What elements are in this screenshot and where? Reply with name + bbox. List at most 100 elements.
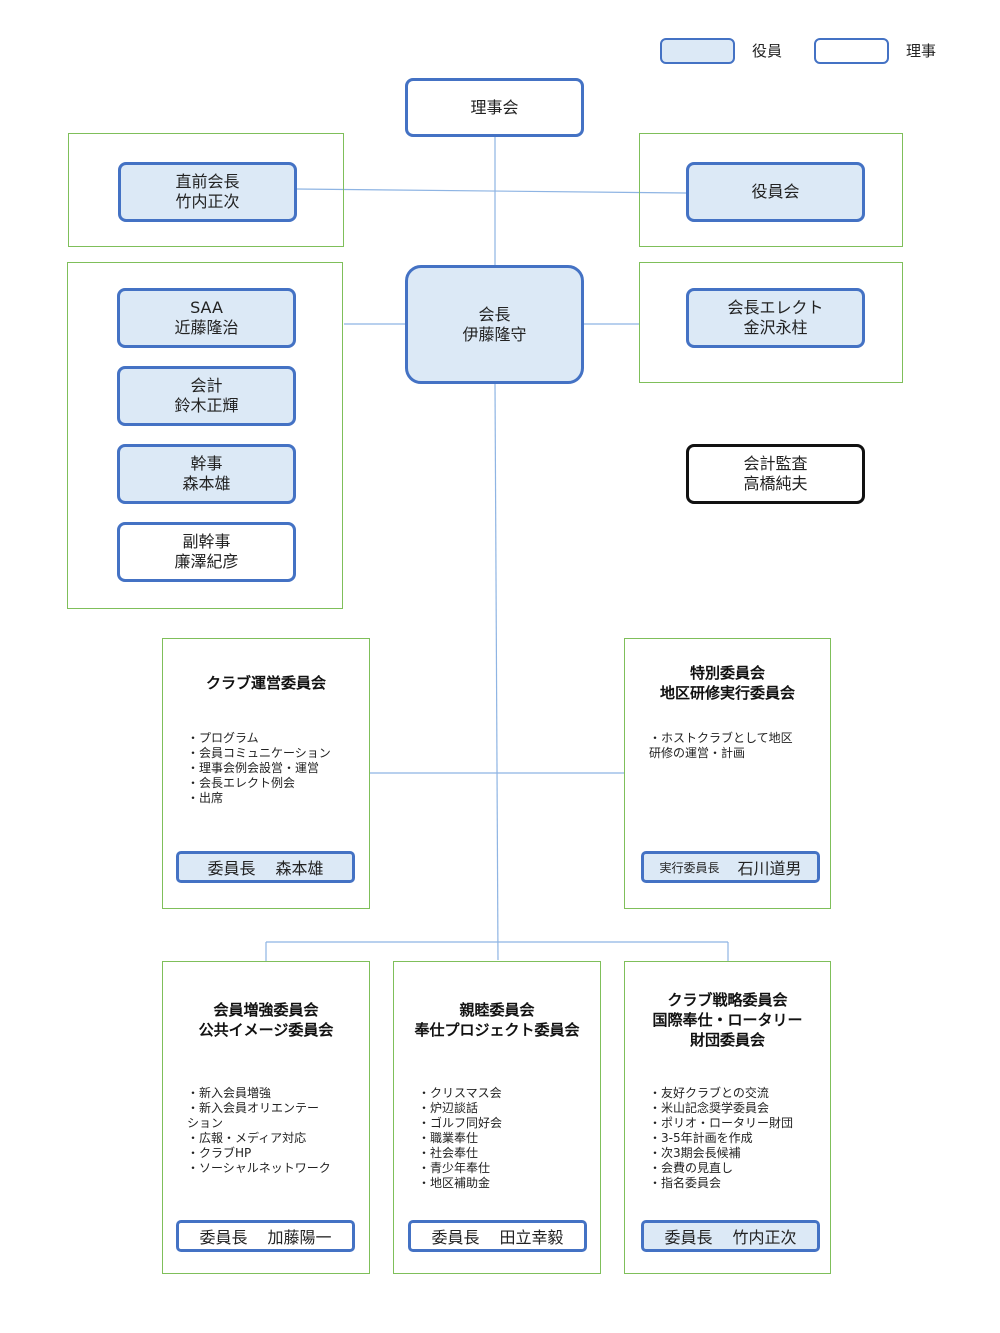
- node-name: 伊藤隆守: [462, 324, 527, 344]
- title-line: 国際奉仕・ロータリー: [652, 1011, 803, 1029]
- committee-title: クラブ運営委員会: [163, 673, 369, 693]
- treasurer-node: 会計 鈴木正輝: [117, 366, 296, 426]
- committee-title: 親睦委員会 奉仕プロジェクト委員会: [394, 1000, 600, 1040]
- secretary-node: 幹事 森本雄: [117, 444, 296, 504]
- item: ・炉辺談話: [418, 1101, 479, 1115]
- title-line: 親睦委員会: [459, 1001, 535, 1019]
- node-name: 森本雄: [182, 474, 231, 493]
- item: ・会長エレクト例会: [187, 776, 296, 790]
- chair-label: 委員長: [199, 1228, 248, 1247]
- president-elect-group: [639, 262, 903, 383]
- fellowship-committee: 親睦委員会 奉仕プロジェクト委員会 ・クリスマス会 ・炉辺談話 ・ゴルフ同好会 …: [393, 961, 601, 1274]
- node-title: 直前会長: [175, 172, 240, 191]
- strategy-committee: クラブ戦略委員会 国際奉仕・ロータリー 財団委員会 ・友好クラブとの交流 ・米山…: [624, 961, 831, 1274]
- committee-title: クラブ戦略委員会 国際奉仕・ロータリー 財団委員会: [625, 990, 830, 1050]
- title-line: 公共イメージ委員会: [198, 1021, 334, 1039]
- item: ・ポリオ・ロータリー財団: [649, 1116, 794, 1130]
- chair-name: 石川道男: [737, 859, 802, 878]
- item: ・友好クラブとの交流: [649, 1086, 769, 1100]
- committee-chair: 実行委員長 石川道男: [641, 851, 820, 883]
- chair-name: 森本雄: [275, 859, 324, 878]
- node-name: 高橋純夫: [743, 474, 808, 493]
- item: ・クリスマス会: [418, 1086, 502, 1100]
- vice-secretary-node: 副幹事 廉澤紀彦: [117, 522, 296, 582]
- node-title: 会計監査: [743, 454, 808, 473]
- club-admin-committee: クラブ運営委員会 ・プログラム ・会員コミュニケーション ・理事会例会設営・運営…: [162, 638, 370, 909]
- item: 研修の運営・計画: [649, 746, 746, 760]
- item: ・プログラム: [187, 731, 259, 745]
- past-president-group: [68, 133, 344, 247]
- committee-title: 会員増強委員会 公共イメージ委員会: [163, 1000, 369, 1040]
- committee-chair: 委員長 森本雄: [176, 851, 355, 883]
- title-line: 会員増強委員会: [213, 1001, 319, 1019]
- committee-items: ・ホストクラブとして地区 研修の運営・計画: [649, 731, 793, 761]
- committee-chair: 委員長 田立幸毅: [408, 1220, 587, 1252]
- node-title: 副幹事: [182, 532, 231, 551]
- officers-meeting-node: 役員会: [686, 162, 865, 222]
- node-title: 会長エレクト: [727, 298, 824, 317]
- node-title: 会長: [478, 304, 511, 324]
- item: ・ソーシャルネットワーク: [187, 1161, 331, 1175]
- officers-meeting-group: [639, 133, 903, 247]
- president-node: 会長 伊藤隆守: [405, 265, 584, 384]
- committee-items: ・プログラム ・会員コミュニケーション ・理事会例会設営・運営 ・会長エレクト例…: [187, 731, 331, 806]
- chair-name: 竹内正次: [732, 1228, 797, 1247]
- item: ・職業奉仕: [418, 1131, 479, 1145]
- committee-items: ・新入会員増強 ・新入会員オリエンテー ション ・広報・メディア対応 ・クラブH…: [187, 1086, 331, 1176]
- item: ・3-5年計画を作成: [649, 1131, 753, 1145]
- legend-director-swatch: [814, 38, 889, 64]
- item: ・会員コミュニケーション: [187, 746, 331, 760]
- title-line: 奉仕プロジェクト委員会: [414, 1021, 580, 1039]
- title-line: クラブ戦略委員会: [667, 991, 788, 1009]
- chair-name: 田立幸毅: [499, 1228, 564, 1247]
- chair-label: 実行委員長: [659, 860, 720, 875]
- legend-director-label: 理事: [906, 42, 937, 60]
- node-name: 廉澤紀彦: [174, 552, 239, 571]
- item: ・米山記念奨学委員会: [649, 1101, 770, 1115]
- node-name: 竹内正次: [175, 192, 240, 211]
- node-title: 会計: [190, 376, 223, 395]
- item: ・社会奉仕: [418, 1146, 479, 1160]
- special-committee: 特別委員会 地区研修実行委員会 ・ホストクラブとして地区 研修の運営・計画 実行…: [624, 638, 831, 909]
- item: ・理事会例会設営・運営: [187, 761, 320, 775]
- node-name: 鈴木正輝: [174, 396, 239, 415]
- item: ・クラブHP: [187, 1146, 252, 1160]
- legend-officer-swatch: [660, 38, 735, 64]
- item: ・次3期会長候補: [649, 1146, 741, 1160]
- president-elect-node: 会長エレクト 金沢永柱: [686, 288, 865, 348]
- membership-committee: 会員増強委員会 公共イメージ委員会 ・新入会員増強 ・新入会員オリエンテー ショ…: [162, 961, 370, 1274]
- committee-items: ・友好クラブとの交流 ・米山記念奨学委員会 ・ポリオ・ロータリー財団 ・3-5年…: [649, 1086, 793, 1191]
- item: ・ゴルフ同好会: [418, 1116, 503, 1130]
- node-name: 金沢永柱: [743, 318, 808, 337]
- item: ション: [187, 1116, 224, 1130]
- title-line: クラブ運営委員会: [205, 674, 326, 692]
- committee-items: ・クリスマス会 ・炉辺談話 ・ゴルフ同好会 ・職業奉仕 ・社会奉仕 ・青少年奉仕…: [418, 1086, 502, 1191]
- item: ・指名委員会: [649, 1176, 722, 1190]
- title-line: 財団委員会: [689, 1031, 765, 1049]
- board-node: 理事会: [405, 78, 584, 137]
- item: ・広報・メディア対応: [187, 1131, 307, 1145]
- node-title: SAA: [190, 298, 223, 317]
- node-name: 近藤隆治: [174, 318, 239, 337]
- line-president-down: [494, 383, 499, 961]
- item: ・地区補助金: [418, 1176, 491, 1190]
- executive-group: [67, 262, 343, 609]
- chair-label: 委員長: [207, 859, 256, 878]
- item: ・会費の見直し: [649, 1161, 734, 1175]
- item: ・ホストクラブとして地区: [649, 731, 793, 745]
- item: ・新入会員増強: [187, 1086, 272, 1100]
- auditor-node: 会計監査 高橋純夫: [686, 444, 865, 504]
- item: ・青少年奉仕: [418, 1161, 491, 1175]
- chair-label: 委員長: [431, 1228, 480, 1247]
- chair-name: 加藤陽一: [267, 1228, 332, 1247]
- item: ・新入会員オリエンテー: [187, 1101, 320, 1115]
- immediate-past-president-node: 直前会長 竹内正次: [118, 162, 297, 222]
- node-title: 幹事: [190, 454, 223, 473]
- title-line: 特別委員会: [689, 664, 765, 682]
- item: ・出席: [187, 791, 224, 805]
- node-title: 役員会: [751, 182, 800, 201]
- title-line: 地区研修実行委員会: [659, 684, 795, 702]
- committee-chair: 委員長 竹内正次: [641, 1220, 820, 1252]
- chair-label: 委員長: [664, 1228, 713, 1247]
